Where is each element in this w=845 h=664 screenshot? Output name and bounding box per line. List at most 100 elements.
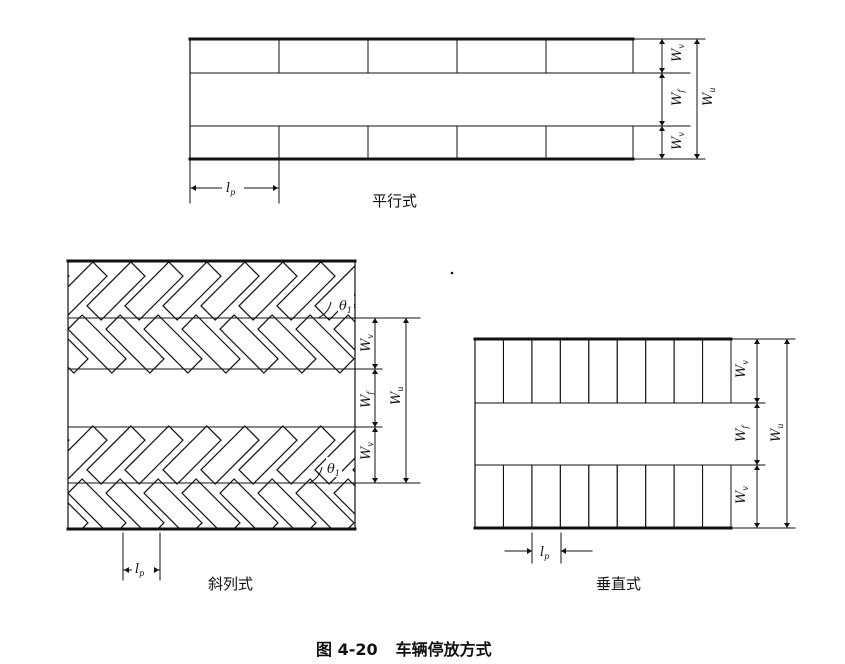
label-lp-text: lp bbox=[135, 562, 144, 578]
label-theta-lower-text: θ1 bbox=[327, 462, 340, 478]
label-lp-text: lp bbox=[540, 545, 549, 561]
angled-stall bbox=[162, 261, 222, 321]
label-wv: Wv bbox=[359, 334, 375, 352]
dim-lp-arrow-left bbox=[561, 548, 566, 554]
dim-wv-top-arrow-top bbox=[372, 318, 378, 323]
angled-stall bbox=[219, 314, 279, 374]
angled-stall bbox=[68, 438, 70, 442]
label-theta-upper: θ1 bbox=[339, 299, 352, 315]
angled-stall bbox=[143, 478, 203, 529]
label-wv: Wv bbox=[670, 132, 686, 150]
label-wu-text: Wu bbox=[389, 386, 405, 405]
angled-stall bbox=[295, 314, 355, 374]
label-wu: Wu bbox=[769, 423, 785, 442]
dim-wf-arrow-bottom bbox=[372, 422, 378, 427]
label-wu-text: Wu bbox=[769, 423, 785, 442]
label-wv-text: Wv bbox=[734, 486, 750, 504]
dim-wu-arrow-top bbox=[784, 339, 790, 344]
dim-wv-top-arrow-top bbox=[754, 339, 760, 344]
angled-stall bbox=[200, 261, 260, 321]
dim-lp-arrow-left bbox=[191, 185, 196, 191]
vertical-stall bbox=[673, 464, 704, 529]
dim-wv-bottom-arrow-top bbox=[754, 465, 760, 470]
label-wf: Wf bbox=[670, 88, 686, 106]
stray-dot bbox=[450, 271, 454, 275]
angled-stall bbox=[333, 314, 355, 351]
vertical-stall bbox=[673, 338, 704, 404]
dim-wv-top-arrow-bottom bbox=[659, 68, 665, 73]
angled-stall bbox=[68, 261, 108, 316]
vertical-stall bbox=[531, 464, 561, 529]
angled-stall bbox=[257, 478, 317, 529]
label-wf-text: Wf bbox=[359, 390, 375, 408]
parallel-stall bbox=[545, 38, 634, 74]
dim-lp-arrow-right bbox=[273, 185, 278, 191]
angled-stall bbox=[68, 425, 108, 480]
dim-wv-bottom-arrow-bottom bbox=[754, 523, 760, 528]
vertical-stall bbox=[474, 464, 504, 529]
angled-stall bbox=[352, 303, 355, 309]
label-wu: Wu bbox=[389, 386, 405, 405]
label-wv: Wv bbox=[734, 360, 750, 378]
angled-stall bbox=[124, 261, 184, 321]
angled-stall bbox=[276, 261, 336, 321]
parallel-stall bbox=[367, 125, 458, 160]
angled-stall bbox=[124, 425, 184, 485]
dim-wv-top-arrow-bottom bbox=[754, 398, 760, 403]
label-wv-text: Wv bbox=[359, 442, 375, 460]
vertical-stall bbox=[616, 464, 647, 529]
label-mask bbox=[338, 294, 354, 314]
parallel-stall bbox=[189, 125, 280, 160]
vertical-stall bbox=[702, 464, 732, 529]
label-lp: lp bbox=[540, 545, 549, 561]
angled-stall bbox=[68, 478, 127, 529]
dim-lp-arrow-left bbox=[124, 567, 129, 573]
label-wv-text: Wv bbox=[670, 44, 686, 62]
dim-wv-bottom-arrow-top bbox=[659, 126, 665, 131]
angled-stall bbox=[181, 478, 241, 529]
vertical-stall bbox=[616, 338, 647, 404]
dim-lp-arrow-right bbox=[527, 548, 532, 554]
label-wu: Wu bbox=[701, 87, 717, 106]
label-lp-text: lp bbox=[226, 181, 235, 197]
angled-stall bbox=[68, 502, 89, 529]
vertical-stall bbox=[588, 338, 618, 404]
vertical-stall bbox=[559, 338, 590, 404]
label-wv: Wv bbox=[734, 486, 750, 504]
label-lp: lp bbox=[226, 181, 235, 197]
dim-wu-arrow-bottom bbox=[403, 478, 409, 483]
angled-stall bbox=[143, 314, 203, 374]
label-wf-text: Wf bbox=[670, 88, 686, 106]
vertical-stall bbox=[645, 338, 675, 404]
dim-wu-arrow-top bbox=[694, 39, 700, 44]
label-wv-text: Wv bbox=[734, 360, 750, 378]
angled-stall bbox=[86, 261, 146, 321]
angled-stall bbox=[314, 265, 355, 321]
vertical-stall bbox=[502, 464, 533, 529]
parallel-stall bbox=[367, 38, 458, 74]
angled-stall bbox=[105, 314, 165, 374]
parallel-stall bbox=[278, 125, 369, 160]
dim-wf-arrow-bottom bbox=[659, 121, 665, 126]
angled-stall bbox=[68, 274, 70, 278]
caption-vertical: 垂直式 bbox=[596, 575, 642, 593]
angled-stall bbox=[333, 478, 355, 515]
angled-stall bbox=[68, 338, 89, 374]
dim-wv-top-arrow-bottom bbox=[372, 364, 378, 369]
vertical-stall bbox=[559, 464, 590, 529]
vertical-stall bbox=[702, 338, 732, 404]
angled-stall bbox=[219, 478, 279, 529]
vertical-stall bbox=[502, 338, 533, 404]
label-mask bbox=[222, 178, 244, 196]
angle-arc-lower bbox=[308, 466, 323, 484]
figure-name: 车辆停放方式 bbox=[395, 640, 492, 659]
dim-wf-arrow-top bbox=[659, 73, 665, 78]
label-theta-upper-text: θ1 bbox=[339, 299, 352, 315]
label-wf-text: Wf bbox=[734, 424, 750, 442]
angled-stall bbox=[105, 478, 165, 529]
dim-wu-arrow-bottom bbox=[784, 523, 790, 528]
parallel-stall bbox=[189, 38, 280, 74]
label-theta-lower: θ1 bbox=[327, 462, 340, 478]
